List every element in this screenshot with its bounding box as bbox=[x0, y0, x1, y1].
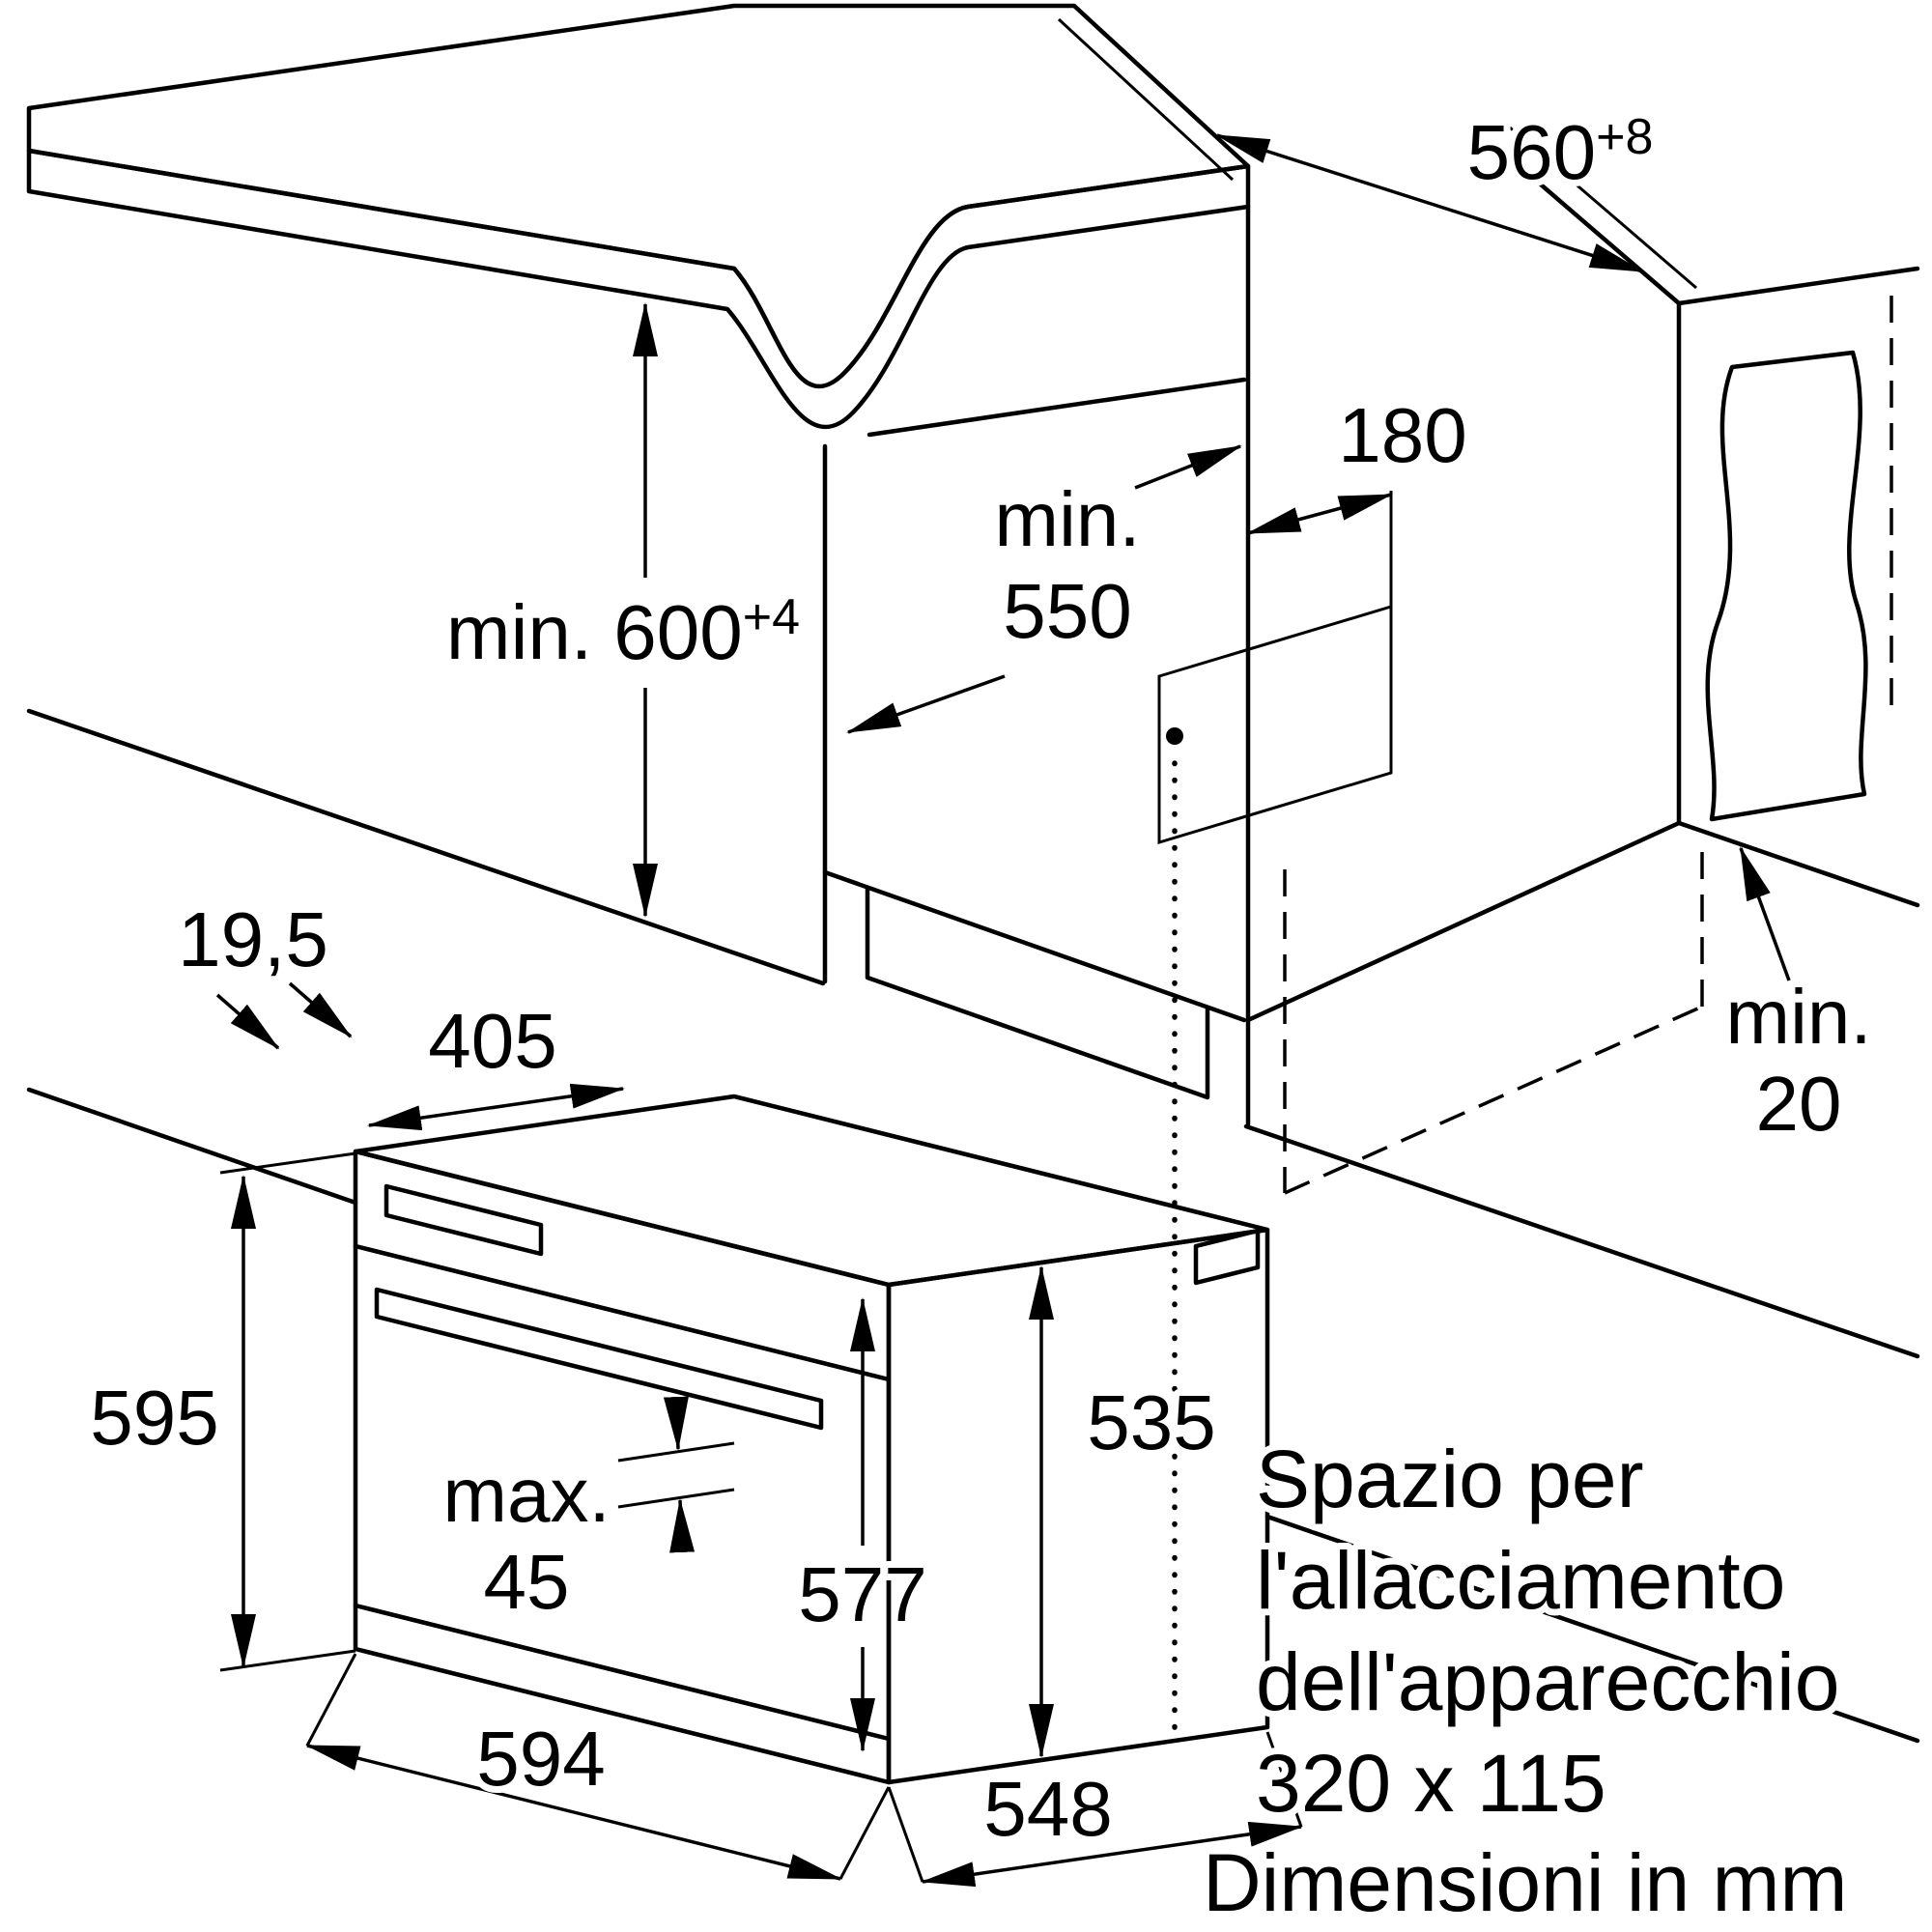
dim-body-depth: 548 bbox=[887, 1731, 1303, 1888]
dim-594-ext-left bbox=[305, 1653, 357, 1747]
dim-535-label: 535 bbox=[1087, 1379, 1215, 1465]
note-line-4: 320 x 115 bbox=[1256, 1738, 1606, 1829]
dim-top-depth: 405 bbox=[367, 991, 625, 1131]
dim-405-arrow bbox=[367, 1083, 625, 1131]
dim-405-label: 405 bbox=[428, 998, 556, 1084]
dim-rear-clearance: min. 20 bbox=[1719, 846, 1879, 1153]
dim-45-ext-b bbox=[617, 1488, 735, 1509]
oven-front-face bbox=[353, 1149, 892, 1785]
dim-front-overhang: 19,5 bbox=[171, 890, 353, 1050]
right-wall-bottom-edge bbox=[1676, 820, 1920, 908]
dim-19-5-arrow-a bbox=[215, 993, 280, 1050]
floor-line-right bbox=[1243, 1123, 1920, 1359]
dim-548-label: 548 bbox=[983, 1766, 1112, 1852]
dim-19-5-label: 19,5 bbox=[178, 896, 328, 982]
note-line-3: dell'apparecchio bbox=[1256, 1636, 1839, 1727]
dim-550-arrow-back bbox=[1134, 444, 1242, 490]
dim-rear-height: 535 bbox=[1029, 1265, 1223, 1758]
dim-niche-width: 560+8 bbox=[1215, 102, 1660, 273]
oven-door-bottom-line bbox=[353, 1603, 892, 1742]
connection-point-dot bbox=[1166, 727, 1183, 745]
dim-19-5-arrow-b bbox=[288, 981, 353, 1038]
dim-550-label-value: 550 bbox=[1003, 568, 1131, 654]
floor-line-left bbox=[26, 708, 826, 986]
dim-560-label: 560+8 bbox=[1467, 109, 1654, 195]
floor-line-front-left bbox=[26, 1087, 358, 1206]
right-wall-break-band bbox=[1705, 350, 1868, 822]
niche-floor-front-edge bbox=[1245, 820, 1682, 1023]
oven-display bbox=[384, 1183, 544, 1257]
worktop bbox=[26, 3, 1251, 430]
oven-side-face bbox=[886, 1227, 1270, 1785]
dim-550-arrow-front bbox=[846, 674, 1006, 734]
dim-20-label-min: min. bbox=[1725, 974, 1871, 1060]
dim-20-label-value: 20 bbox=[1756, 1061, 1842, 1147]
base-cabinet bbox=[26, 204, 1920, 1744]
dim-oven-width: 594 bbox=[305, 1653, 891, 1881]
dim-595-ext-top bbox=[219, 1151, 356, 1175]
oven-control-panel-line bbox=[353, 1243, 892, 1382]
worktop-top-surface bbox=[26, 3, 1251, 389]
right-wall-top-edge bbox=[1676, 266, 1920, 306]
worktop-cut-edge-left bbox=[1057, 17, 1235, 182]
connection-area-hatch bbox=[1157, 604, 1393, 845]
dim-45-label-max: max. bbox=[442, 1452, 610, 1538]
dim-560-arrow bbox=[1215, 133, 1644, 273]
dim-594-arrow bbox=[305, 1744, 842, 1881]
cabinet-plinth bbox=[865, 886, 1210, 1100]
dim-45-label-value: 45 bbox=[484, 1539, 570, 1625]
dim-548-ext-left bbox=[887, 1786, 924, 1883]
dim-180-arrow bbox=[1246, 493, 1393, 535]
dim-595-ext-bottom bbox=[219, 1649, 356, 1672]
dim-niche-depth: min. 550 bbox=[846, 444, 1242, 734]
dim-594-label: 594 bbox=[476, 1716, 605, 1802]
dim-body-height: 577 bbox=[791, 1297, 934, 1752]
dim-595-label: 595 bbox=[90, 1375, 218, 1461]
dim-577-label: 577 bbox=[798, 1551, 926, 1637]
dim-45-arrow-top bbox=[663, 1396, 689, 1451]
floor-line-front-right bbox=[1264, 1514, 1920, 1744]
dim-548-ext-right bbox=[1265, 1731, 1303, 1828]
dim-594-ext-right bbox=[838, 1786, 891, 1880]
dim-under-counter-height: min. 600+4 bbox=[440, 302, 807, 918]
dim-handle-clearance: max. 45 bbox=[436, 1396, 735, 1632]
dim-20-arrow bbox=[1739, 846, 1791, 981]
dim-connection-offset: 180 bbox=[1246, 385, 1474, 607]
worktop-edge-band bbox=[26, 148, 1251, 430]
connection-note: Spazio per l'allacciamento dell'apparecc… bbox=[1196, 1427, 1855, 1932]
dim-548-arrow bbox=[921, 1821, 1303, 1888]
oven-side-notch bbox=[1193, 1228, 1261, 1286]
dim-180-label: 180 bbox=[1338, 392, 1466, 478]
cabinet-bottom-edge bbox=[822, 869, 1247, 1023]
dim-45-arrow-bottom bbox=[669, 1498, 696, 1553]
note-line-1: Spazio per bbox=[1256, 1434, 1644, 1524]
connection-area bbox=[1157, 604, 1393, 845]
note-line-2: l'allacciamento bbox=[1256, 1535, 1785, 1626]
oven-top-face bbox=[353, 1094, 1270, 1288]
units-note: Dimensioni in mm bbox=[1203, 1837, 1848, 1928]
niche-hidden-edges bbox=[1283, 296, 1893, 1195]
dim-oven-height: 595 bbox=[83, 1151, 356, 1672]
cabinet-top-edge bbox=[867, 377, 1247, 438]
dim-550-label-min: min. bbox=[994, 476, 1140, 562]
hidden-edge-floor-back bbox=[1284, 1005, 1703, 1195]
dim-45-ext-a bbox=[617, 1441, 735, 1463]
dim-600-label: min. 600+4 bbox=[446, 589, 800, 675]
oven-handle bbox=[374, 1287, 824, 1431]
